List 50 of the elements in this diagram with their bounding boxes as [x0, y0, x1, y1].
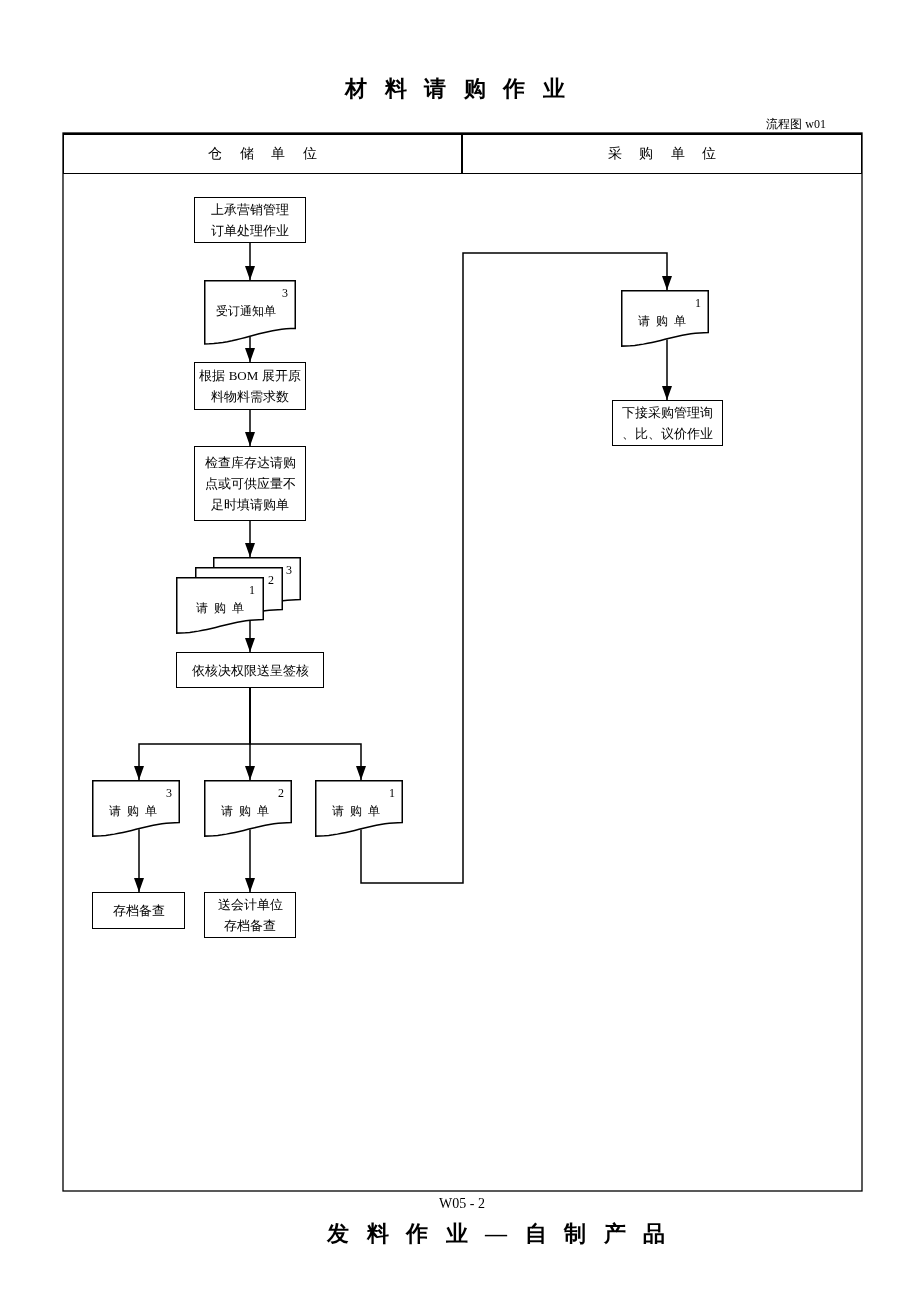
process-box: [204, 892, 296, 938]
arrow: [360, 252, 672, 884]
document-title: 请 购 单: [638, 314, 687, 329]
process-box: [194, 446, 306, 521]
arrow: [245, 620, 255, 653]
arrow: [245, 409, 255, 447]
copy-number: 2: [278, 786, 284, 801]
copy-number: 3: [286, 563, 292, 578]
footer-title: 发 料 作 业 — 自 制 产 品: [327, 1221, 665, 1248]
document-title: 请 购 单: [109, 804, 158, 819]
copy-number: 1: [389, 786, 395, 801]
box-text: 下接采购管理询、比、议价作业: [621, 404, 714, 443]
lane-header: [462, 133, 862, 174]
box-text: 送会计单位存档备查: [216, 896, 284, 935]
copy-number: 3: [166, 786, 172, 801]
arrow: [249, 687, 366, 781]
arrow: [245, 520, 255, 558]
document-shape: [621, 290, 709, 348]
arrow: [245, 242, 255, 281]
process-box: [612, 400, 723, 446]
box-text: 根据 BOM 展开原料物料需求数: [199, 367, 301, 406]
lane-title: 采 购 单 位: [607, 145, 717, 163]
lane-title: 仓 储 单 位: [208, 145, 317, 163]
box-text: 检查库存达请购点或可供应量不足时填请购单: [203, 454, 297, 514]
copy-number: 3: [282, 286, 288, 301]
document-shape: [315, 780, 403, 838]
arrow: [245, 336, 255, 363]
document-title: 请 购 单: [332, 804, 381, 819]
arrow: [662, 338, 672, 401]
document-shape: [92, 780, 180, 838]
document-shape: [204, 280, 296, 346]
multi-document-shape: [176, 557, 301, 635]
copy-number: 1: [249, 583, 255, 598]
arrow: [134, 828, 144, 893]
document-title: 请 购 单: [221, 804, 270, 819]
process-box: [194, 197, 306, 243]
page-number: W05 - 2: [439, 1196, 485, 1213]
copy-number: 1: [695, 296, 701, 311]
process-box: [176, 652, 324, 688]
document-shape: [204, 780, 292, 838]
lane-header: [63, 133, 462, 174]
copy-number: 2: [268, 573, 274, 588]
process-box: [92, 892, 185, 929]
arrow: [245, 828, 255, 893]
box-text: 存档备查: [112, 902, 165, 920]
box-text: 上承营销管理订单处理作业: [210, 201, 290, 240]
diagram-title: 材 料 请 购 作 业: [345, 76, 565, 103]
box-text: 依核决权限送呈签核: [191, 661, 309, 680]
document-title: 请 购 单: [196, 601, 244, 616]
document-title: 受订通知单: [216, 304, 277, 319]
